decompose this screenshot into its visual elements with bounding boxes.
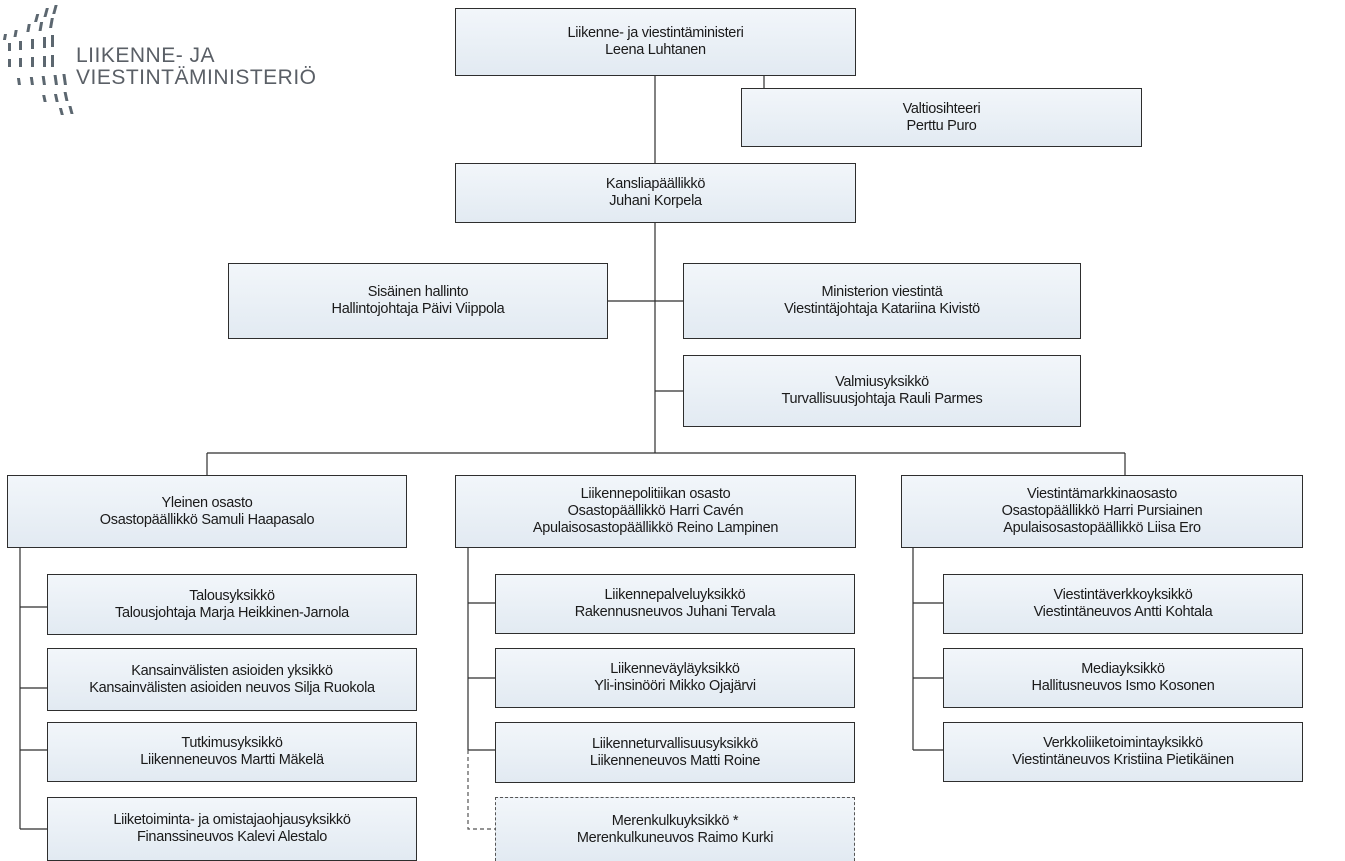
preparedness-title: Valmiusyksikkö <box>835 374 929 390</box>
general-dept-title: Yleinen osasto <box>161 494 253 511</box>
ministry-logo: LIIKENNE- JA VIESTINTÄMINISTERIÖ <box>0 0 400 125</box>
comm-markets-dept-deputy: Apulaisosastopäällikkö Liisa Ero <box>1003 520 1201 536</box>
intl-unit-head: Kansainvälisten asioiden neuvos Silja Ru… <box>89 679 375 696</box>
transport-services-unit-head: Rakennusneuvos Juhani Tervala <box>574 604 776 620</box>
logo-line-2: VIESTINTÄMINISTERIÖ <box>76 66 317 89</box>
business-unit-head: Finanssineuvos Kalevi Alestalo <box>136 829 328 845</box>
logo-line-1: LIIKENNE- JA <box>76 44 216 67</box>
box-internal-admin: Sisäinen hallinto Hallintojohtaja Päivi … <box>228 263 608 339</box>
transport-safety-unit-head: Liikenneneuvos Matti Roine <box>589 752 761 769</box>
box-business-unit: Liiketoiminta- ja omistajaohjausyksikkö … <box>47 797 417 861</box>
box-research-unit: Tutkimusyksikkö Liikenneneuvos Martti Mä… <box>47 722 417 782</box>
box-intl-unit: Kansainvälisten asioiden yksikkö Kansain… <box>47 648 417 711</box>
permanent-secretary-title: Kansliapäällikkö <box>605 176 706 192</box>
box-maritime-unit: Merenkulkuyksikkö * Merenkulkuneuvos Rai… <box>495 797 855 861</box>
box-minister: Liikenne- ja viestintäministeri Leena Lu… <box>455 8 856 76</box>
box-net-business-unit: Verkkoliiketoimintayksikkö Viestintäneuv… <box>943 722 1303 782</box>
transport-services-unit-title: Liikennepalveluyksikkö <box>604 587 746 603</box>
transport-routes-unit-title: Liikenneväyläyksikkö <box>610 661 740 677</box>
internal-admin-title: Sisäinen hallinto <box>367 284 469 300</box>
ministry-comms-name: Viestintäjohtaja Katariina Kivistö <box>784 301 980 317</box>
transport-safety-unit-title: Liikenneturvallisuusyksikkö <box>592 735 758 752</box>
minister-title: Liikenne- ja viestintäministeri <box>567 25 744 41</box>
business-unit-title: Liiketoiminta- ja omistajaohjausyksikkö <box>113 812 351 828</box>
general-dept-head: Osastopäällikkö Samuli Haapasalo <box>99 511 315 528</box>
ministry-comms-title: Ministerion viestintä <box>821 284 943 300</box>
intl-unit-title: Kansainvälisten asioiden yksikkö <box>131 662 333 679</box>
comm-networks-unit-title: Viestintäverkkoyksikkö <box>1053 587 1193 603</box>
box-comm-markets-dept: Viestintämarkkinaosasto Osastopäällikkö … <box>901 475 1303 548</box>
comm-markets-dept-title: Viestintämarkkinaosasto <box>1027 486 1177 502</box>
transport-policy-dept-title: Liikennepolitiikan osasto <box>580 486 731 502</box>
net-business-unit-head: Viestintäneuvos Kristiina Pietikäinen <box>1012 752 1234 768</box>
finance-unit-title: Talousyksikkö <box>189 587 275 604</box>
box-transport-services-unit: Liikennepalveluyksikkö Rakennusneuvos Ju… <box>495 574 855 634</box>
net-business-unit-title: Verkkoliiketoimintayksikkö <box>1043 735 1203 751</box>
transport-policy-dept-head: Osastopäällikkö Harri Cavén <box>567 503 744 519</box>
comm-networks-unit-head: Viestintäneuvos Antti Kohtala <box>1033 604 1213 620</box>
research-unit-head: Liikenneneuvos Martti Mäkelä <box>140 752 324 768</box>
box-preparedness: Valmiusyksikkö Turvallisuusjohtaja Rauli… <box>683 355 1081 427</box>
maritime-unit-head: Merenkulkuneuvos Raimo Kurki <box>576 829 774 846</box>
transport-routes-unit-head: Yli-insinööri Mikko Ojajärvi <box>594 678 756 694</box>
media-unit-title: Mediayksikkö <box>1081 661 1165 677</box>
research-unit-title: Tutkimusyksikkö <box>181 735 283 751</box>
state-secretary-name: Perttu Puro <box>906 117 977 134</box>
logo-wordmark: LIIKENNE- JA VIESTINTÄMINISTERIÖ <box>76 45 317 89</box>
media-unit-head: Hallitusneuvos Ismo Kosonen <box>1031 678 1215 694</box>
preparedness-name: Turvallisuusjohtaja Rauli Parmes <box>781 391 983 407</box>
minister-name: Leena Luhtanen <box>605 42 706 58</box>
finance-unit-head: Talousjohtaja Marja Heikkinen-Jarnola <box>115 604 349 621</box>
box-transport-policy-dept: Liikennepolitiikan osasto Osastopäällikk… <box>455 475 856 548</box>
comm-markets-dept-head: Osastopäällikkö Harri Pursiainen <box>1001 503 1203 519</box>
box-transport-routes-unit: Liikenneväyläyksikkö Yli-insinööri Mikko… <box>495 648 855 708</box>
box-finance-unit: Talousyksikkö Talousjohtaja Marja Heikki… <box>47 574 417 635</box>
box-comm-networks-unit: Viestintäverkkoyksikkö Viestintäneuvos A… <box>943 574 1303 634</box>
box-ministry-comms: Ministerion viestintä Viestintäjohtaja K… <box>683 263 1081 339</box>
box-general-dept: Yleinen osasto Osastopäällikkö Samuli Ha… <box>7 475 407 548</box>
maritime-unit-title: Merenkulkuyksikkö * <box>611 812 739 829</box>
internal-admin-name: Hallintojohtaja Päivi Viippola <box>331 301 505 317</box>
box-state-secretary: Valtiosihteeri Perttu Puro <box>741 88 1142 147</box>
permanent-secretary-name: Juhani Korpela <box>609 193 702 209</box>
box-permanent-secretary: Kansliapäällikkö Juhani Korpela <box>455 163 856 223</box>
box-media-unit: Mediayksikkö Hallitusneuvos Ismo Kosonen <box>943 648 1303 708</box>
transport-policy-dept-deputy: Apulaisosastopäällikkö Reino Lampinen <box>532 520 779 536</box>
box-transport-safety-unit: Liikenneturvallisuusyksikkö Liikenneneuv… <box>495 722 855 783</box>
state-secretary-title: Valtiosihteeri <box>902 100 981 117</box>
logo-stripes-icon <box>2 5 74 115</box>
